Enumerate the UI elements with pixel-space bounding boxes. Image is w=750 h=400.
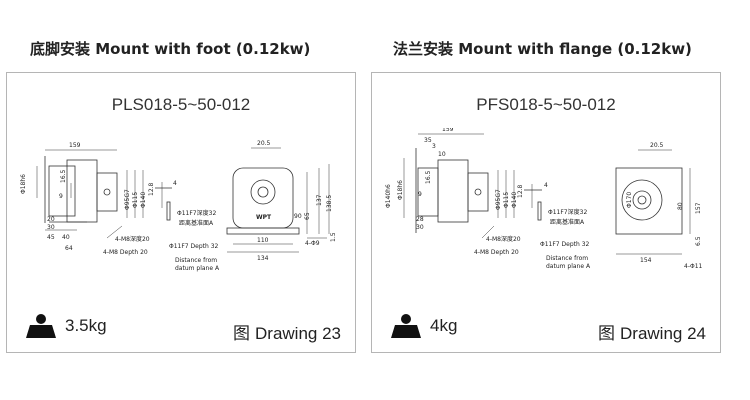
left-dim-115: Φ115 <box>132 192 139 208</box>
right-dim-4: 4 <box>544 182 548 189</box>
left-dim-16-5: 16.5 <box>60 169 67 183</box>
left-weight-value: 3.5kg <box>65 316 107 335</box>
right-dim-159: 159 <box>442 128 454 133</box>
right-dim-20-5: 20.5 <box>650 142 664 149</box>
left-dim-64: 64 <box>65 245 73 252</box>
left-dim-159: 159 <box>69 142 81 149</box>
right-11f7-cn: Φ11F7深度32 <box>548 208 587 216</box>
right-m8-en: 4-M8 Depth 20 <box>474 249 519 256</box>
right-dim-170: Φ170 <box>626 192 633 208</box>
right-weight-value: 4kg <box>430 316 458 335</box>
right-dim-12-8: 12.8 <box>517 184 524 198</box>
right-dim-30: 30 <box>416 224 424 231</box>
left-dim-138-5: 138.5 <box>326 195 333 212</box>
right-dim-18h6: Φ18h6 <box>397 180 404 200</box>
left-datum-cn: 距离基准面A <box>179 219 214 227</box>
left-11f7-cn: Φ11F7深度32 <box>177 209 216 217</box>
right-dim-3: 3 <box>432 143 436 150</box>
left-dim-95g7: Φ95G7 <box>124 189 131 210</box>
left-dim-140: Φ140 <box>140 192 147 208</box>
left-dim-9: 9 <box>59 193 63 200</box>
right-weight: 4kg <box>390 313 457 339</box>
left-dim-30: 30 <box>47 224 55 231</box>
right-dim-157: 157 <box>695 202 702 214</box>
right-dim-35: 35 <box>424 137 432 144</box>
weight-icon <box>391 314 421 338</box>
left-m8-cn: 4-M8深度20 <box>115 235 150 243</box>
left-title-cn: 底脚安装 <box>30 40 91 58</box>
right-drawing-panel: PFS018-5~50-012 159 35 <box>371 72 721 353</box>
right-datum-cn: 距离基准面A <box>550 218 585 226</box>
right-drawing-label: Drawing 24 <box>620 324 706 343</box>
right-m8-cn: 4-M8深度20 <box>486 235 521 243</box>
left-dim-12-8: 12.8 <box>148 182 155 196</box>
right-dist-2: datum plane A <box>546 263 591 270</box>
left-drawing-prefix: 图 <box>233 324 250 343</box>
right-dim-9: 9 <box>418 191 422 198</box>
left-dim-40: 40 <box>62 234 70 241</box>
left-dim-110: 110 <box>257 237 269 244</box>
left-brand-logo: WPT <box>256 214 272 221</box>
right-dim-95g7: Φ95G7 <box>495 189 502 210</box>
left-panel-title: 底脚安装 Mount with foot (0.12kw) <box>30 38 310 59</box>
right-dim-115: Φ115 <box>503 192 510 208</box>
right-dim-16-5: 16.5 <box>425 170 432 184</box>
left-m8-en: 4-M8 Depth 20 <box>103 249 148 256</box>
right-11f7-en: Φ11F7 Depth 32 <box>540 241 590 248</box>
left-drawing-panel: PLS018-5~50-012 <box>6 72 356 353</box>
left-model-number: PLS018-5~50-012 <box>111 95 251 114</box>
right-dist-1: Distance from <box>546 255 588 262</box>
left-weight: 3.5kg <box>25 313 107 339</box>
right-title-cn: 法兰安装 <box>393 40 454 58</box>
left-dim-1-5: 1.5 <box>330 232 337 242</box>
right-dim-80: 80 <box>677 202 684 210</box>
left-dim-18h6: Φ18h6 <box>20 174 27 194</box>
left-dim-137: 137 <box>316 194 323 206</box>
right-panel-title: 法兰安装 Mount with flange (0.12kw) <box>393 38 692 59</box>
left-dist-2: datum plane A <box>175 265 220 272</box>
left-dim-134: 134 <box>257 255 269 262</box>
left-dim-20-5: 20.5 <box>257 140 271 147</box>
left-drawing-label: Drawing 23 <box>255 324 341 343</box>
right-title-en: Mount with flange (0.12kw) <box>458 40 692 58</box>
right-drawing-number: 图 Drawing 24 <box>598 319 706 344</box>
left-holes: 4-Φ9 <box>305 240 320 247</box>
left-drawing-number: 图 Drawing 23 <box>233 319 341 344</box>
right-dim-6-5: 6.5 <box>695 236 702 246</box>
left-technical-drawing: 159 Φ18h6 16.5 9 45 40 64 20 30 Φ95G7 Φ1… <box>20 140 337 272</box>
left-dim-90: 90 <box>294 213 302 220</box>
left-dim-4: 4 <box>173 180 177 187</box>
left-dim-20: 20 <box>47 216 55 223</box>
right-holes: 4-Φ11 <box>684 263 703 270</box>
right-dim-10: 10 <box>438 151 446 158</box>
left-title-en: Mount with foot (0.12kw) <box>95 40 311 58</box>
left-11f7-en: Φ11F7 Depth 32 <box>169 243 219 250</box>
right-technical-drawing: 159 35 3 10 Φ140h6 Φ18h6 16.5 9 28 30 Φ9… <box>385 128 703 270</box>
right-dim-140: Φ140 <box>511 192 518 208</box>
right-dim-154: 154 <box>640 257 652 264</box>
right-dim-140h6: Φ140h6 <box>385 184 392 208</box>
left-dist-1: Distance from <box>175 257 217 264</box>
right-drawing-prefix: 图 <box>598 324 615 343</box>
right-model-number: PFS018-5~50-012 <box>476 95 616 114</box>
left-dim-65: 65 <box>304 212 311 220</box>
right-dim-28: 28 <box>416 216 424 223</box>
left-dim-45: 45 <box>47 234 55 241</box>
weight-icon <box>26 314 56 338</box>
